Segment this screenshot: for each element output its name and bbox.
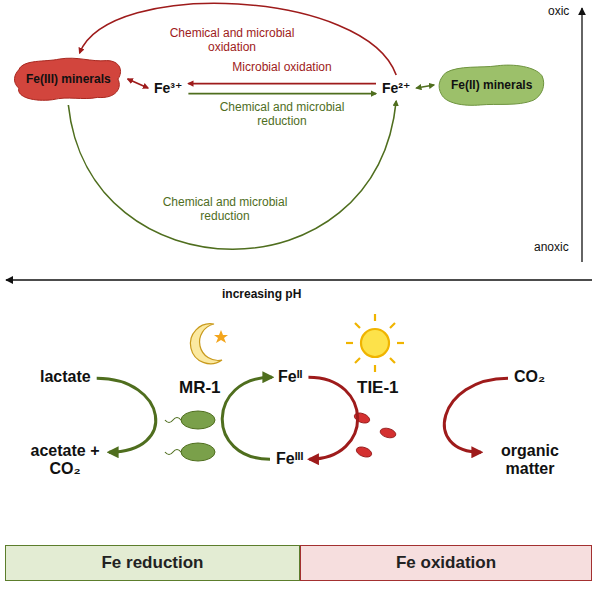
node-text: Feᴵᴵᴵ bbox=[276, 450, 303, 468]
process-bar: Fe reduction bbox=[5, 545, 300, 581]
process-bar: Fe oxidation bbox=[300, 545, 592, 581]
node-text: Fe reduction bbox=[6, 546, 299, 580]
oxic-axis bbox=[581, 8, 582, 262]
iron-state: Feᴵᴵ bbox=[275, 366, 305, 388]
node-text: lactate bbox=[40, 368, 91, 386]
node-text: Fe(II) minerals bbox=[451, 78, 532, 92]
node-text: Feᴵᴵ bbox=[278, 368, 302, 386]
arrow-label: Microbial oxidation bbox=[207, 60, 357, 74]
ion-label: Fe³⁺ bbox=[151, 78, 185, 98]
sun-icon bbox=[346, 314, 404, 372]
arrow-label: Chemical and microbial reduction bbox=[145, 195, 305, 224]
node-text: Fe²⁺ bbox=[382, 80, 410, 96]
product: acetate + CO₂ bbox=[24, 440, 106, 481]
reaction-arrow bbox=[128, 79, 148, 88]
axis-label: increasing pH bbox=[222, 287, 301, 301]
reaction-arrow bbox=[188, 83, 376, 85]
reaction-arrow bbox=[188, 93, 376, 95]
substrate: lactate bbox=[37, 366, 94, 388]
reaction-arrow bbox=[80, 3, 397, 75]
mineral-blob: Fe(III) minerals bbox=[12, 56, 125, 102]
reaction-arrow bbox=[68, 101, 396, 249]
ion-label: Fe²⁺ bbox=[379, 78, 413, 98]
arrow-label: Chemical and microbial reduction bbox=[207, 100, 357, 129]
node-text: CO₂ bbox=[514, 368, 545, 386]
axis-label: anoxic bbox=[534, 240, 569, 254]
moon-icon bbox=[190, 324, 228, 364]
node-text: organic matter bbox=[487, 442, 573, 479]
iron-state: Feᴵᴵᴵ bbox=[273, 448, 306, 470]
reaction-arrow bbox=[308, 377, 357, 459]
reaction-arrow bbox=[97, 378, 156, 452]
strain-name: MR-1 bbox=[179, 378, 221, 398]
arrow-label: Chemical and microbial oxidation bbox=[157, 26, 307, 55]
mr1-bacteria bbox=[165, 411, 215, 461]
node-text: Fe(III) minerals bbox=[26, 72, 111, 86]
axis-label: oxic bbox=[548, 4, 569, 18]
mineral-blob: Fe(II) minerals bbox=[437, 62, 546, 108]
node-text: Fe oxidation bbox=[301, 546, 591, 580]
node-text: acetate + CO₂ bbox=[27, 442, 103, 479]
substrate: CO₂ bbox=[511, 366, 548, 388]
strain-name: TIE-1 bbox=[357, 378, 399, 398]
ph-axis bbox=[6, 279, 592, 280]
reaction-arrow bbox=[416, 85, 434, 88]
tie1-bacteria bbox=[353, 411, 397, 459]
reaction-arrow bbox=[444, 378, 508, 452]
node-text: Fe³⁺ bbox=[154, 80, 182, 96]
reaction-arrow bbox=[222, 377, 272, 459]
product: organic matter bbox=[484, 440, 576, 481]
